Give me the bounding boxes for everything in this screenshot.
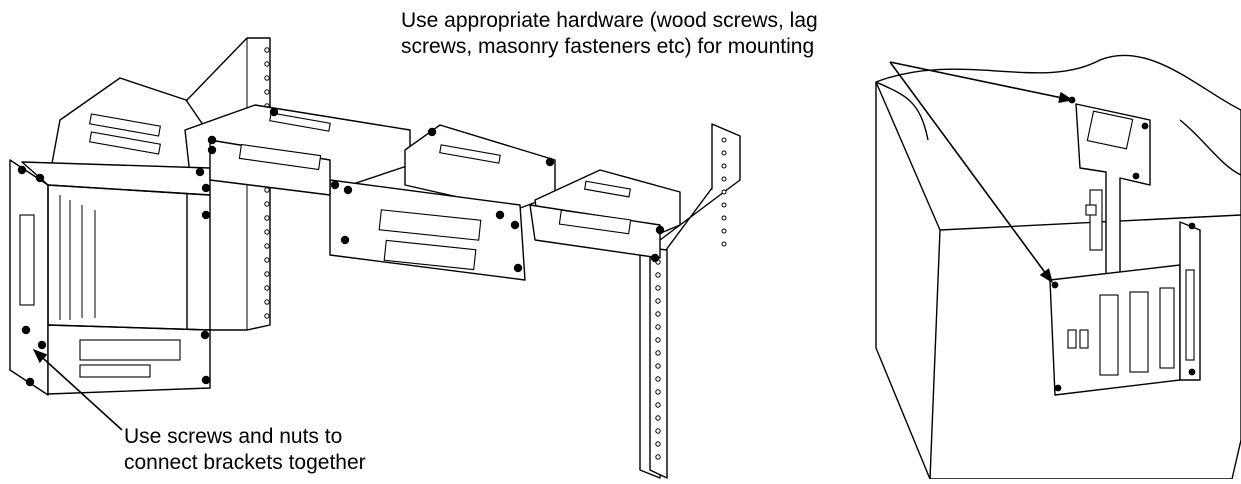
screw [17,165,27,175]
screw [1054,384,1062,392]
rail-hole [721,189,727,195]
screw [37,340,47,350]
screw [343,185,353,195]
screw [1132,172,1140,180]
rail-hole [655,272,661,278]
rail-hole [264,75,270,81]
rail-hole [655,428,661,434]
screw [650,253,660,263]
screw [21,325,31,335]
rail-hole [655,337,661,343]
callout-line-2: connect brackets together [124,451,366,474]
screw [1188,222,1196,230]
rack-assembly [9,37,741,479]
screw [269,107,279,117]
rail-hole [264,47,270,53]
front-frame [9,159,211,396]
screw [201,210,211,220]
rail-hole [264,271,270,277]
rail-hole [655,311,661,317]
screw [201,375,211,385]
upper-slots [89,112,631,198]
wall-bracket-upper [1075,103,1151,301]
rail-hole [655,285,661,291]
middle-bracket [209,139,661,259]
rail-hole [264,285,270,291]
rail-hole [264,89,270,95]
rail-hole [655,402,661,408]
screw [513,263,523,273]
screw [427,127,437,137]
screw [545,157,555,167]
leader-arrows [32,61,1074,431]
screw [35,173,45,183]
screw [201,183,211,193]
rail-hole [264,299,270,305]
rail-hole [264,243,270,249]
rail-hole [655,350,661,356]
rail-hole [655,441,661,447]
screw [195,167,205,177]
connect-brackets-callout: Use screws and nuts to connect brackets … [124,424,366,476]
rail-hole [655,298,661,304]
rail-hole [721,163,727,169]
screws [17,107,665,387]
screw [1141,122,1149,130]
rail-hole [721,228,727,234]
callout-line-2: screws, masonry fasteners etc) for mount… [401,35,815,58]
wall-bracket-lower [1049,221,1201,396]
screw [655,225,665,235]
callout-line-1: Use appropriate hardware (wood screws, l… [401,9,818,32]
rail-hole [721,202,727,208]
rail-hole [721,215,727,221]
rail-hole [721,241,727,247]
rail-hole [264,201,270,207]
rail-hole [264,215,270,221]
screw [340,235,350,245]
rail-hole [264,229,270,235]
rail-hole [655,415,661,421]
rail-hole [721,137,727,143]
screw [510,220,520,230]
rail-hole [655,324,661,330]
right-rack-rail [639,123,741,479]
wall-mount-scene [875,54,1241,480]
screw [207,145,217,155]
mounting-hardware-callout: Use appropriate hardware (wood screws, l… [401,8,818,60]
rail-hole [655,376,661,382]
screw [1188,368,1196,376]
screw [495,210,505,220]
rail-hole [264,61,270,67]
rail-hole [721,176,727,182]
rail-hole [655,389,661,395]
rail-hole [264,257,270,263]
rail-hole [655,363,661,369]
rail-hole [264,313,270,319]
screw [207,135,217,145]
callout-line-1: Use screws and nuts to [124,425,343,448]
screw [1051,281,1059,289]
rail-hole [721,150,727,156]
screw [200,330,210,340]
center-plate [329,179,526,281]
screw [25,377,35,387]
rail-hole [655,454,661,460]
screw [330,180,340,190]
rail-hole [264,187,270,193]
